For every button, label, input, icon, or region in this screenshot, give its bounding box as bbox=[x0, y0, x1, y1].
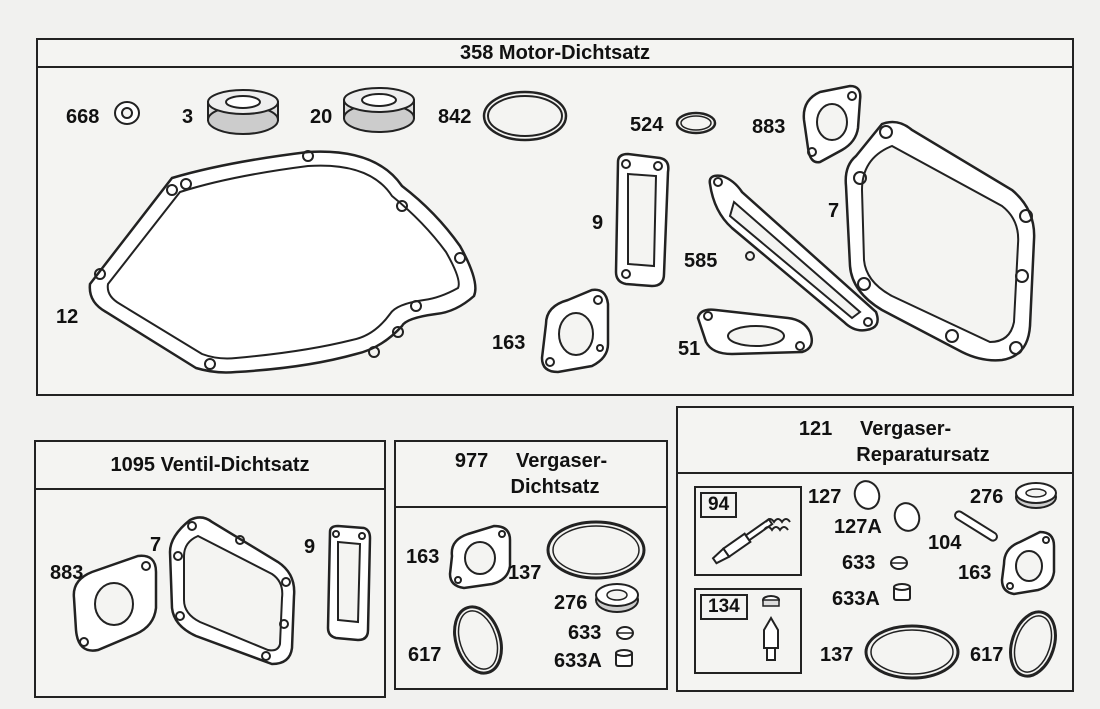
part-label-617: 617 bbox=[408, 644, 442, 666]
part-134-float-needle bbox=[762, 595, 780, 661]
part-127a-disc bbox=[893, 502, 921, 532]
part-633a-plug bbox=[615, 649, 633, 667]
part-label-633a: 633A bbox=[554, 650, 602, 672]
part-617-o-ring bbox=[453, 605, 503, 675]
part-label-20: 20 bbox=[310, 106, 333, 128]
part-label-163: 163 bbox=[492, 332, 526, 354]
part-137-o-ring bbox=[864, 624, 960, 680]
part-633-plug bbox=[890, 556, 908, 570]
part-label-633: 633 bbox=[568, 622, 602, 644]
part-label-524: 524 bbox=[630, 114, 664, 136]
part-label-163: 163 bbox=[958, 562, 992, 584]
part-163-carburetor-gasket bbox=[540, 288, 610, 374]
part-label-9: 9 bbox=[304, 536, 316, 558]
subkit-94-box: 94 bbox=[694, 486, 802, 576]
part-9-cover-gasket bbox=[614, 152, 670, 288]
part-label-633: 633 bbox=[842, 552, 876, 574]
subkit-94-label: 94 bbox=[700, 492, 738, 518]
part-label-276: 276 bbox=[970, 486, 1004, 508]
part-633-plug bbox=[616, 626, 634, 640]
carburetor-gasket-kit-panel: 977 Vergaser- Dichtsatz bbox=[394, 440, 668, 690]
part-7-cylinder-head-gasket bbox=[168, 516, 296, 666]
part-label-9: 9 bbox=[592, 212, 604, 234]
part-633a-plug bbox=[893, 583, 911, 601]
part-label-51: 51 bbox=[678, 338, 701, 360]
part-127-disc bbox=[853, 480, 881, 510]
part-94-needle-valve bbox=[711, 517, 791, 565]
part-label-127a: 127A bbox=[834, 516, 882, 538]
part-276-washer bbox=[1015, 482, 1057, 509]
part-104-pin bbox=[954, 510, 998, 542]
carb-gasket-kit-title-line2: Dichtsatz bbox=[510, 476, 600, 498]
carb-repair-kit-title-line1: 121 Vergaser- bbox=[798, 418, 952, 440]
subkit-134-box: 134 bbox=[694, 588, 802, 674]
carb-repair-kit-title: 121 Vergaser- Reparatursatz bbox=[678, 408, 1072, 474]
part-3-oil-seal bbox=[207, 89, 279, 135]
part-883-flange-gasket bbox=[802, 84, 862, 164]
part-label-3: 3 bbox=[182, 106, 194, 128]
part-163-carburetor-gasket bbox=[1000, 530, 1056, 596]
part-617-o-ring bbox=[1009, 610, 1057, 678]
carb-gasket-kit-title: 977 Vergaser- Dichtsatz bbox=[396, 442, 666, 508]
subkit-134-label: 134 bbox=[700, 594, 748, 620]
part-276-washer bbox=[595, 583, 639, 613]
part-label-163: 163 bbox=[406, 546, 440, 568]
part-524-ring bbox=[675, 111, 717, 135]
part-7-cylinder-head-gasket bbox=[844, 120, 1036, 362]
part-label-633a: 633A bbox=[832, 588, 880, 610]
valve-kit-title: 1095 Ventil-Dichtsatz bbox=[36, 442, 384, 490]
part-label-12: 12 bbox=[56, 306, 79, 328]
part-label-137: 137 bbox=[508, 562, 542, 584]
part-label-617: 617 bbox=[970, 644, 1004, 666]
part-label-7: 7 bbox=[150, 534, 162, 556]
part-12-crankcase-gasket bbox=[88, 150, 477, 374]
part-label-276: 276 bbox=[554, 592, 588, 614]
part-label-883: 883 bbox=[752, 116, 786, 138]
part-20-oil-seal bbox=[343, 87, 415, 133]
part-668-washer bbox=[114, 101, 140, 125]
part-9-cover-gasket bbox=[326, 524, 372, 642]
part-label-7: 7 bbox=[828, 200, 840, 222]
part-51-exhaust-gasket bbox=[696, 308, 813, 356]
part-842-o-ring bbox=[482, 90, 568, 142]
carb-gasket-kit-title-line1: 977 Vergaser- bbox=[454, 450, 608, 472]
part-137-o-ring bbox=[546, 520, 646, 580]
motor-kit-title: 358 Motor-Dichtsatz bbox=[38, 40, 1072, 68]
part-label-127: 127 bbox=[808, 486, 842, 508]
part-label-842: 842 bbox=[438, 106, 472, 128]
part-label-137: 137 bbox=[820, 644, 854, 666]
part-163-carburetor-gasket bbox=[448, 524, 512, 590]
part-label-668: 668 bbox=[66, 106, 100, 128]
part-label-585: 585 bbox=[684, 250, 718, 272]
part-label-104: 104 bbox=[928, 532, 962, 554]
part-883-flange-gasket bbox=[72, 554, 158, 652]
part-label-883: 883 bbox=[50, 562, 84, 584]
carb-repair-kit-title-line2: Reparatursatz bbox=[856, 444, 990, 466]
part-585-breather-gasket bbox=[708, 174, 879, 332]
